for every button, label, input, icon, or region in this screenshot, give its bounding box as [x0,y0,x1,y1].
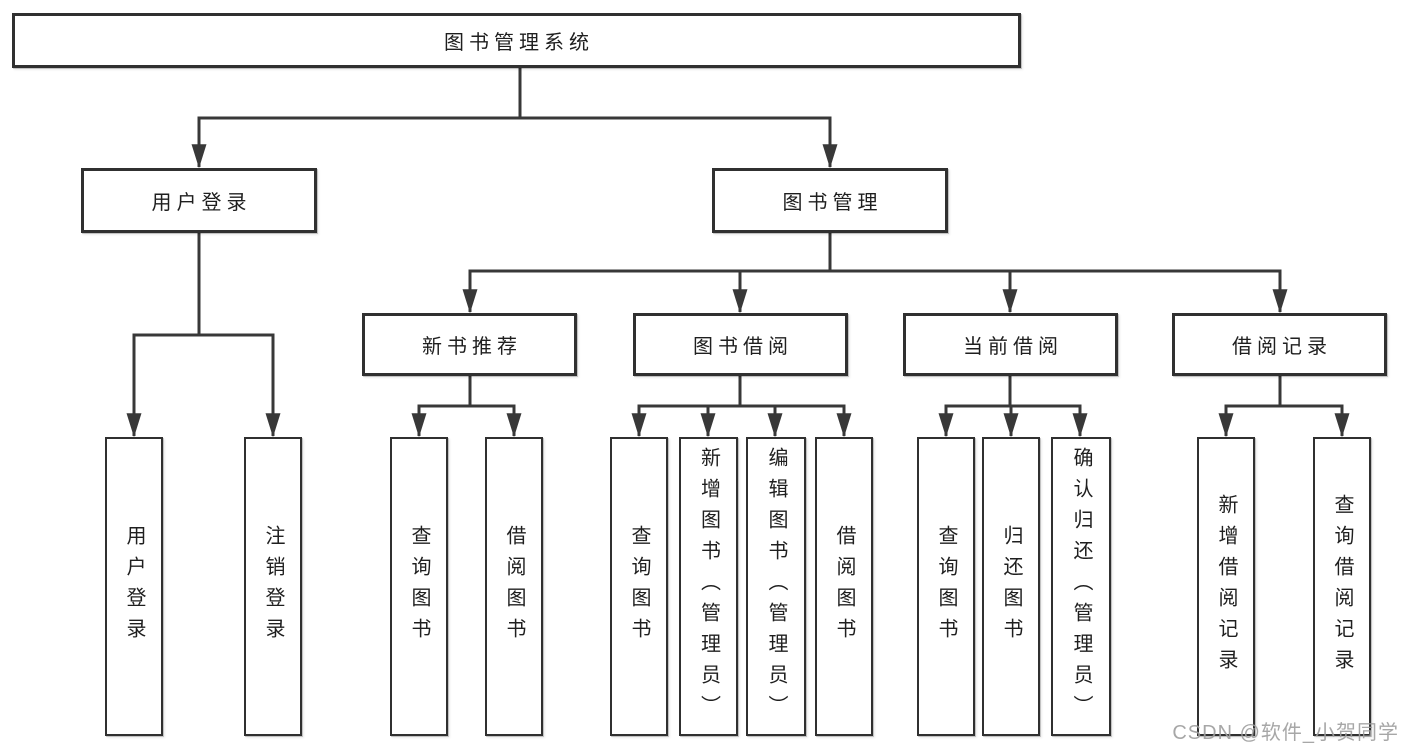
csdn-watermark: CSDN @软件_小贺同学 [1172,722,1399,744]
connector-current-borrow [938,375,1088,438]
node-new-book-recommend-label: 新书推荐 [422,336,522,358]
node-borrow-record-label: 借阅记录 [1232,336,1332,358]
leaf-label: 新增借阅记录 [1215,493,1237,680]
node-book-management: 图书管理 [712,168,948,233]
leaf-label: 归还图书 [1000,524,1022,649]
connector-book-borrow [631,375,852,438]
leaf-label: 查询图书 [935,524,957,649]
leaf-label: 确认归还（管理员） [1070,447,1092,726]
node-root-label: 图书管理系统 [444,32,594,54]
node-book-borrow-label: 图书借阅 [693,336,793,358]
connector-new-book-recommend [411,375,522,438]
leaf-query-book: 查询图书 [610,437,668,736]
leaf-add-borrow-record: 新增借阅记录 [1197,437,1255,736]
leaf-label: 编辑图书（管理员） [765,447,787,726]
leaf-return-book: 归还图书 [982,437,1040,736]
connector-borrow-record [1218,375,1350,438]
leaf-borrow-book: 借阅图书 [815,437,873,736]
leaf-logout: 注销登录 [244,437,302,736]
leaf-edit-book-admin: 编辑图书（管理员） [746,437,806,736]
node-current-borrow-label: 当前借阅 [963,336,1063,358]
leaf-user-login: 用户登录 [105,437,163,736]
leaf-label: 查询图书 [408,524,430,649]
node-borrow-record: 借阅记录 [1172,313,1387,376]
node-current-borrow: 当前借阅 [903,313,1118,376]
leaf-user-login-label: 用户登录 [123,524,145,649]
leaf-label: 查询图书 [628,524,650,649]
leaf-query-borrow-record: 查询借阅记录 [1313,437,1371,736]
connector-root [191,66,838,169]
leaf-label: 借阅图书 [833,524,855,649]
node-user-login: 用户登录 [81,168,317,233]
node-book-borrow: 图书借阅 [633,313,848,376]
leaf-label: 查询借阅记录 [1331,493,1353,680]
leaf-add-book-admin: 新增图书（管理员） [679,437,738,736]
leaf-confirm-return-admin: 确认归还（管理员） [1051,437,1111,736]
connector-user-login [126,232,281,438]
leaf-query-book-recommend: 查询图书 [390,437,448,736]
node-book-management-label: 图书管理 [782,192,883,214]
leaf-logout-label: 注销登录 [262,524,284,649]
node-root: 图书管理系统 [12,13,1021,68]
leaf-label: 新增图书（管理员） [697,447,720,726]
node-new-book-recommend: 新书推荐 [362,313,577,376]
connector-book-management [462,232,1288,314]
leaf-borrow-book-recommend: 借阅图书 [485,437,543,736]
node-user-login-label: 用户登录 [151,192,252,214]
leaf-label: 借阅图书 [503,524,525,649]
leaf-query-book-current: 查询图书 [917,437,975,736]
